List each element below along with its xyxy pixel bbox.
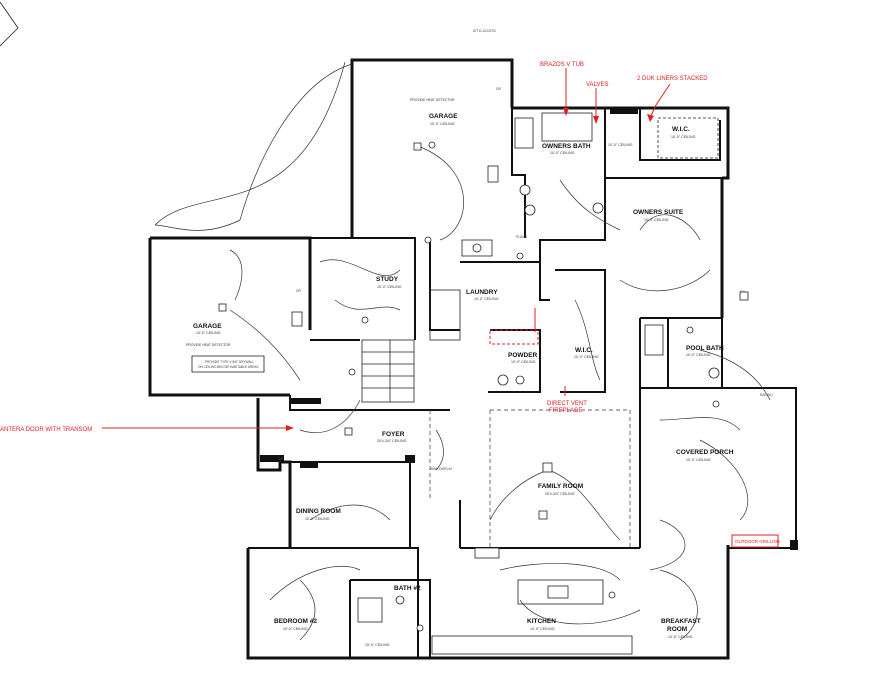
annotation-fireplace-2: FIREPLACE [549,408,582,414]
ceiling-covered-porch: 10'-0" CEILING [686,458,711,462]
label-kitchen: KITCHEN [527,618,556,625]
porch-outline [429,409,631,548]
annotation-duk-liners: 2 DUK LINERS STACKED [637,76,708,82]
ceiling-bedroom2: 10'-0" CEILING [283,627,308,631]
label-breakfast-2: ROOM [667,626,687,633]
label-wic-mid: W.I.C. [575,347,593,354]
note-heat-detector-left: PROVIDE HEAT DETECTOR [186,343,231,347]
label-powder: POWDER [508,352,538,359]
ceiling-owners-suite: 10'-0" CEILING [644,218,669,222]
ceiling-pool-bath: 10'-0" CEILING [686,353,711,357]
ceiling-study: 10'-0" CEILING [377,285,402,289]
electrical-symbols [218,141,749,632]
north-arrow-icon [0,1,19,47]
ceiling-garage-top: 10'-0" CEILING [430,122,455,126]
note-gfi-1: GFI [296,289,301,293]
label-laundry: LAUNDRY [466,289,498,296]
wiring [154,61,771,641]
red-annotations: BRAZOS V TUB VALVES 2 DUK LINERS STACKED… [0,62,781,544]
note-heat-detector-top: PROVIDE HEAT DETECTOR [410,98,455,102]
ceiling-wic-top: 10'-0" CEILING [671,135,696,139]
label-bedroom2: BEDROOM #2 [274,618,317,625]
label-garage-left: GARAGE [193,323,222,330]
ceiling-owners-bath: 10'-0" CEILING [550,151,575,155]
ceiling-breakfast: 10'-0" CEILING [668,635,693,639]
annotation-outdoor-grilling: OUTDOOR GRILLING [735,539,781,544]
note-gfi-2: GFI [496,87,501,91]
label-foyer: FOYER [382,431,405,438]
label-covered-porch: COVERED PORCH [676,449,734,456]
ceiling-powder: 10'-0" CEILING [511,360,536,364]
annotation-leaders [102,68,671,431]
annotation-antera-door: ANTERA DOOR WITH TRANSOM [0,427,92,433]
label-bath2: BATH #2 [394,585,421,592]
label-wic-top: W.I.C. [672,126,690,133]
ceiling-dining-room: 10'-0" CEILING [305,517,330,521]
ceiling-garage-left: 10'-0" CEILING [196,331,221,335]
label-dining-room: DINING ROOM [296,508,341,515]
annotation-fireplace-1: DIRECT VENT [547,401,587,407]
note-drywall-2: ON CEILING BELOW HABITABLE AREAS [198,365,259,369]
ceiling-family-room: 20'4-3/4" CEILING [545,492,575,496]
note-gfi-3: GFI [278,457,283,461]
label-owners-suite: OWNERS SUITE [633,209,684,216]
label-family-room: FAMILY ROOM [538,483,583,490]
annotation-valves: VALVES [586,82,608,88]
label-wine-display: WINE DISPLAY [430,467,453,471]
note-attic-access: ATTIC ACCESS [473,29,496,33]
interior-walls [248,108,722,658]
ceiling-wic-top-2: 10'-0" CEILING [608,143,633,147]
ceiling-foyer: 20'4-3/4" CEILING [377,439,407,443]
room-labels: GARAGE 10'-0" CEILING PROVIDE HEAT DETEC… [186,29,773,647]
annotation-brazos-tub: BRAZOS V TUB [540,62,584,68]
fixtures [191,108,798,655]
ceiling-wic-mid: 10'-0" CEILING [574,355,599,359]
note-railing: RAILING [760,393,773,397]
ceiling-laundry: 10'-0" CEILING [474,297,499,301]
ceiling-kitchen: 10'-0" CEILING [530,627,555,631]
note-drywall-1: PROVIDE TYPE X 5/8" DRYWALL [205,360,254,364]
label-pool-bath: POOL BATH [686,345,724,352]
label-owners-bath: OWNERS BATH [542,143,591,150]
label-breakfast: BREAKFAST [661,618,701,625]
label-garage-top: GARAGE [429,113,458,120]
note-plumb: PLUMB [516,235,527,239]
label-study: STUDY [376,276,399,283]
ceiling-bath2: 10'-0" CEILING [365,643,390,647]
